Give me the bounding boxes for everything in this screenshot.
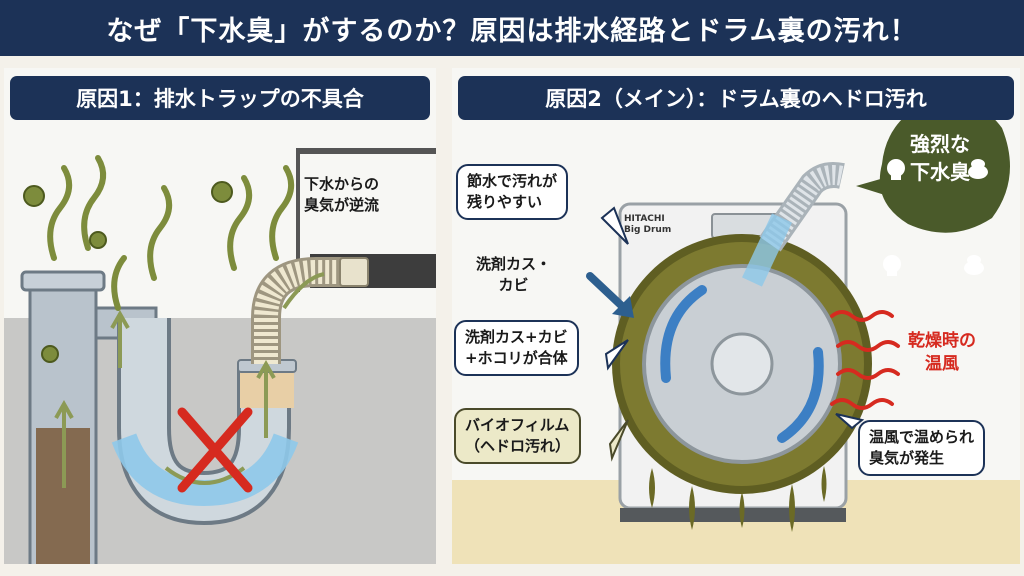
drum-hub (710, 332, 774, 396)
save-water-line2: 残りやすい (467, 193, 543, 211)
save-water-line1: 節水で汚れが (467, 172, 558, 190)
trap-water (111, 433, 299, 507)
machine-brand: HITACHI (624, 214, 665, 224)
drain-trap-illustration (4, 148, 436, 564)
smell-bubble-line2: 下水臭 (910, 160, 970, 184)
detergent-line1: 洗剤カス・ (476, 255, 552, 273)
cause2-title: 原因2（メイン）：ドラム裏のヘドロ汚れ (458, 76, 1014, 120)
combine-callout: 洗剤カス+カビ +ホコリが合体 (454, 320, 579, 376)
pointer-arrow-icon (586, 272, 634, 318)
detergent-line2: カビ (498, 276, 529, 294)
detergent-label: 洗剤カス・ カビ (476, 254, 551, 296)
biofilm-pointer (608, 419, 629, 462)
hot-air-arrows (830, 310, 900, 410)
smell-bubble-text: 強烈な 下水臭 (910, 130, 970, 186)
biofilm-callout: バイオフィルム （ヘドロ汚れ） (454, 408, 582, 464)
machine-hose-inner (761, 165, 845, 250)
hot-air-line2: 温風 (925, 354, 959, 374)
smell-wisps (47, 155, 295, 311)
cause2-panel: 原因2（メイン）：ドラム裏のヘドロ汚れ HITACHI Big Drum 節水で… (452, 68, 1020, 564)
save-water-callout: 節水で汚れが 残りやすい (456, 164, 569, 220)
hot-air-line1: 乾燥時の (908, 331, 976, 351)
drum-rotation-arrows (660, 285, 824, 443)
biofilm-line2: （ヘドロ汚れ） (465, 437, 571, 455)
warm-line2: 臭気が発生 (869, 449, 945, 467)
poop-icon (964, 159, 988, 275)
washing-machine-illustration (452, 99, 1020, 564)
warm-smell-callout: 温風で温められ 臭気が発生 (858, 420, 986, 476)
cause1-title: 原因1：排水トラップの不具合 (10, 76, 430, 120)
machine-base (620, 508, 846, 522)
machine-model: Big Drum (624, 225, 672, 235)
biofilm-line1: バイオフィルム (465, 416, 570, 434)
cause1-panel: 原因1：排水トラップの不具合 下水からの 臭気が逆流 (4, 68, 436, 564)
warm-line1: 温風で温められ (869, 428, 975, 446)
drain-hose (254, 260, 348, 364)
page-title: なぜ「下水臭」がするのか？原因は排水経路とドラム裏の汚れ！ (0, 0, 1024, 56)
hot-air-label: 乾燥時の 温風 (908, 330, 976, 376)
washer-edge (296, 148, 436, 154)
combine-line2: +ホコリが合体 (465, 349, 568, 367)
pipe-cap (20, 270, 106, 292)
germ-icon (23, 181, 233, 363)
callout-pointers (600, 206, 865, 430)
backflow-callout-line2: 臭気が逆流 (304, 196, 380, 214)
combine-line1: 洗剤カス+カビ (465, 328, 568, 346)
machine-label: HITACHI Big Drum (624, 214, 671, 236)
washer-side (296, 152, 300, 292)
backflow-callout-line1: 下水からの (304, 175, 380, 193)
blocked-x-icon (177, 407, 253, 493)
smell-bubble-line1: 強烈な (910, 132, 970, 156)
hose-connector (339, 257, 369, 287)
sludge-drips (649, 466, 827, 532)
smell-bubble (856, 99, 1010, 233)
duct (742, 213, 792, 287)
backflow-callout: 下水からの 臭気が逆流 (304, 174, 379, 216)
skull-icon (883, 159, 905, 276)
